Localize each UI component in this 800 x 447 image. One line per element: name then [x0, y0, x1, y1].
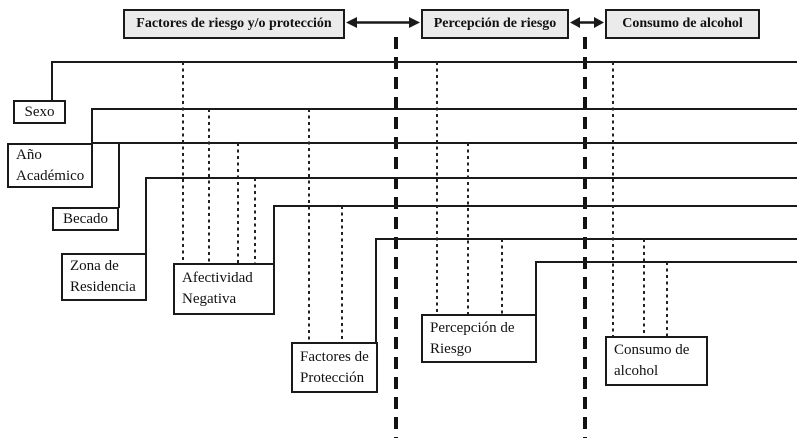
- node-zona-residencia: Zona de Residencia: [61, 253, 147, 301]
- header-box-percepcion-riesgo: Percepción de riesgo: [421, 9, 569, 39]
- node-sexo: Sexo: [13, 100, 66, 124]
- node-percepcion-riesgo: Percepción de Riesgo: [421, 314, 537, 363]
- section-divider-left: [394, 37, 398, 438]
- edge-dotted-sexo-consumo: [612, 62, 614, 337]
- edge-dotted-factores-consumo: [643, 239, 645, 337]
- edge-dotted-zona-afectividad: [254, 178, 256, 263]
- section-divider-right: [583, 37, 587, 438]
- edge-dotted-percepcion-consumo: [666, 262, 668, 337]
- double-headed-arrow-icon: [570, 17, 604, 28]
- node-ano-academico: Año Académico: [7, 143, 93, 188]
- double-headed-arrow-icon: [346, 17, 420, 28]
- trunk-line-afectividad: [274, 205, 797, 207]
- header-box-consumo-alcohol: Consumo de alcohol: [605, 9, 760, 39]
- trunk-line-ano-academico: [91, 108, 797, 110]
- edge-dotted-becado-percepcion: [467, 143, 469, 314]
- riser-afectividad: [273, 205, 275, 264]
- riser-percepcion-riesgo: [535, 261, 537, 315]
- trunk-line-zona-residencia: [146, 177, 797, 179]
- trunk-line-sexo: [51, 61, 797, 63]
- node-consumo-alcohol: Consumo de alcohol: [605, 336, 708, 386]
- edge-dotted-sexo-percepcion: [436, 62, 438, 314]
- edge-dotted-factores-percepcion: [501, 239, 503, 314]
- edge-dotted-ano-factores: [308, 109, 310, 342]
- trunk-line-becado: [91, 142, 797, 144]
- node-factores-proteccion: Factores de Protección: [291, 342, 378, 393]
- header-box-factores-riesgo: Factores de riesgo y/o protección: [123, 9, 345, 39]
- edge-dotted-ano-afectividad: [208, 109, 210, 263]
- edge-dotted-sexo-afectividad: [182, 62, 184, 263]
- node-becado: Becado: [52, 207, 119, 231]
- edge-dotted-becado-afectividad: [237, 143, 239, 263]
- riser-factores-proteccion: [375, 238, 377, 343]
- edge-dotted-afectividad-factores: [341, 206, 343, 342]
- riser-sexo: [51, 61, 53, 102]
- riser-ano-academico: [91, 108, 93, 144]
- riser-zona-residencia: [145, 177, 147, 254]
- node-afectividad-negativa: Afectividad Negativa: [173, 263, 275, 315]
- riser-becado: [118, 142, 120, 208]
- trunk-line-factores-proteccion: [375, 238, 797, 240]
